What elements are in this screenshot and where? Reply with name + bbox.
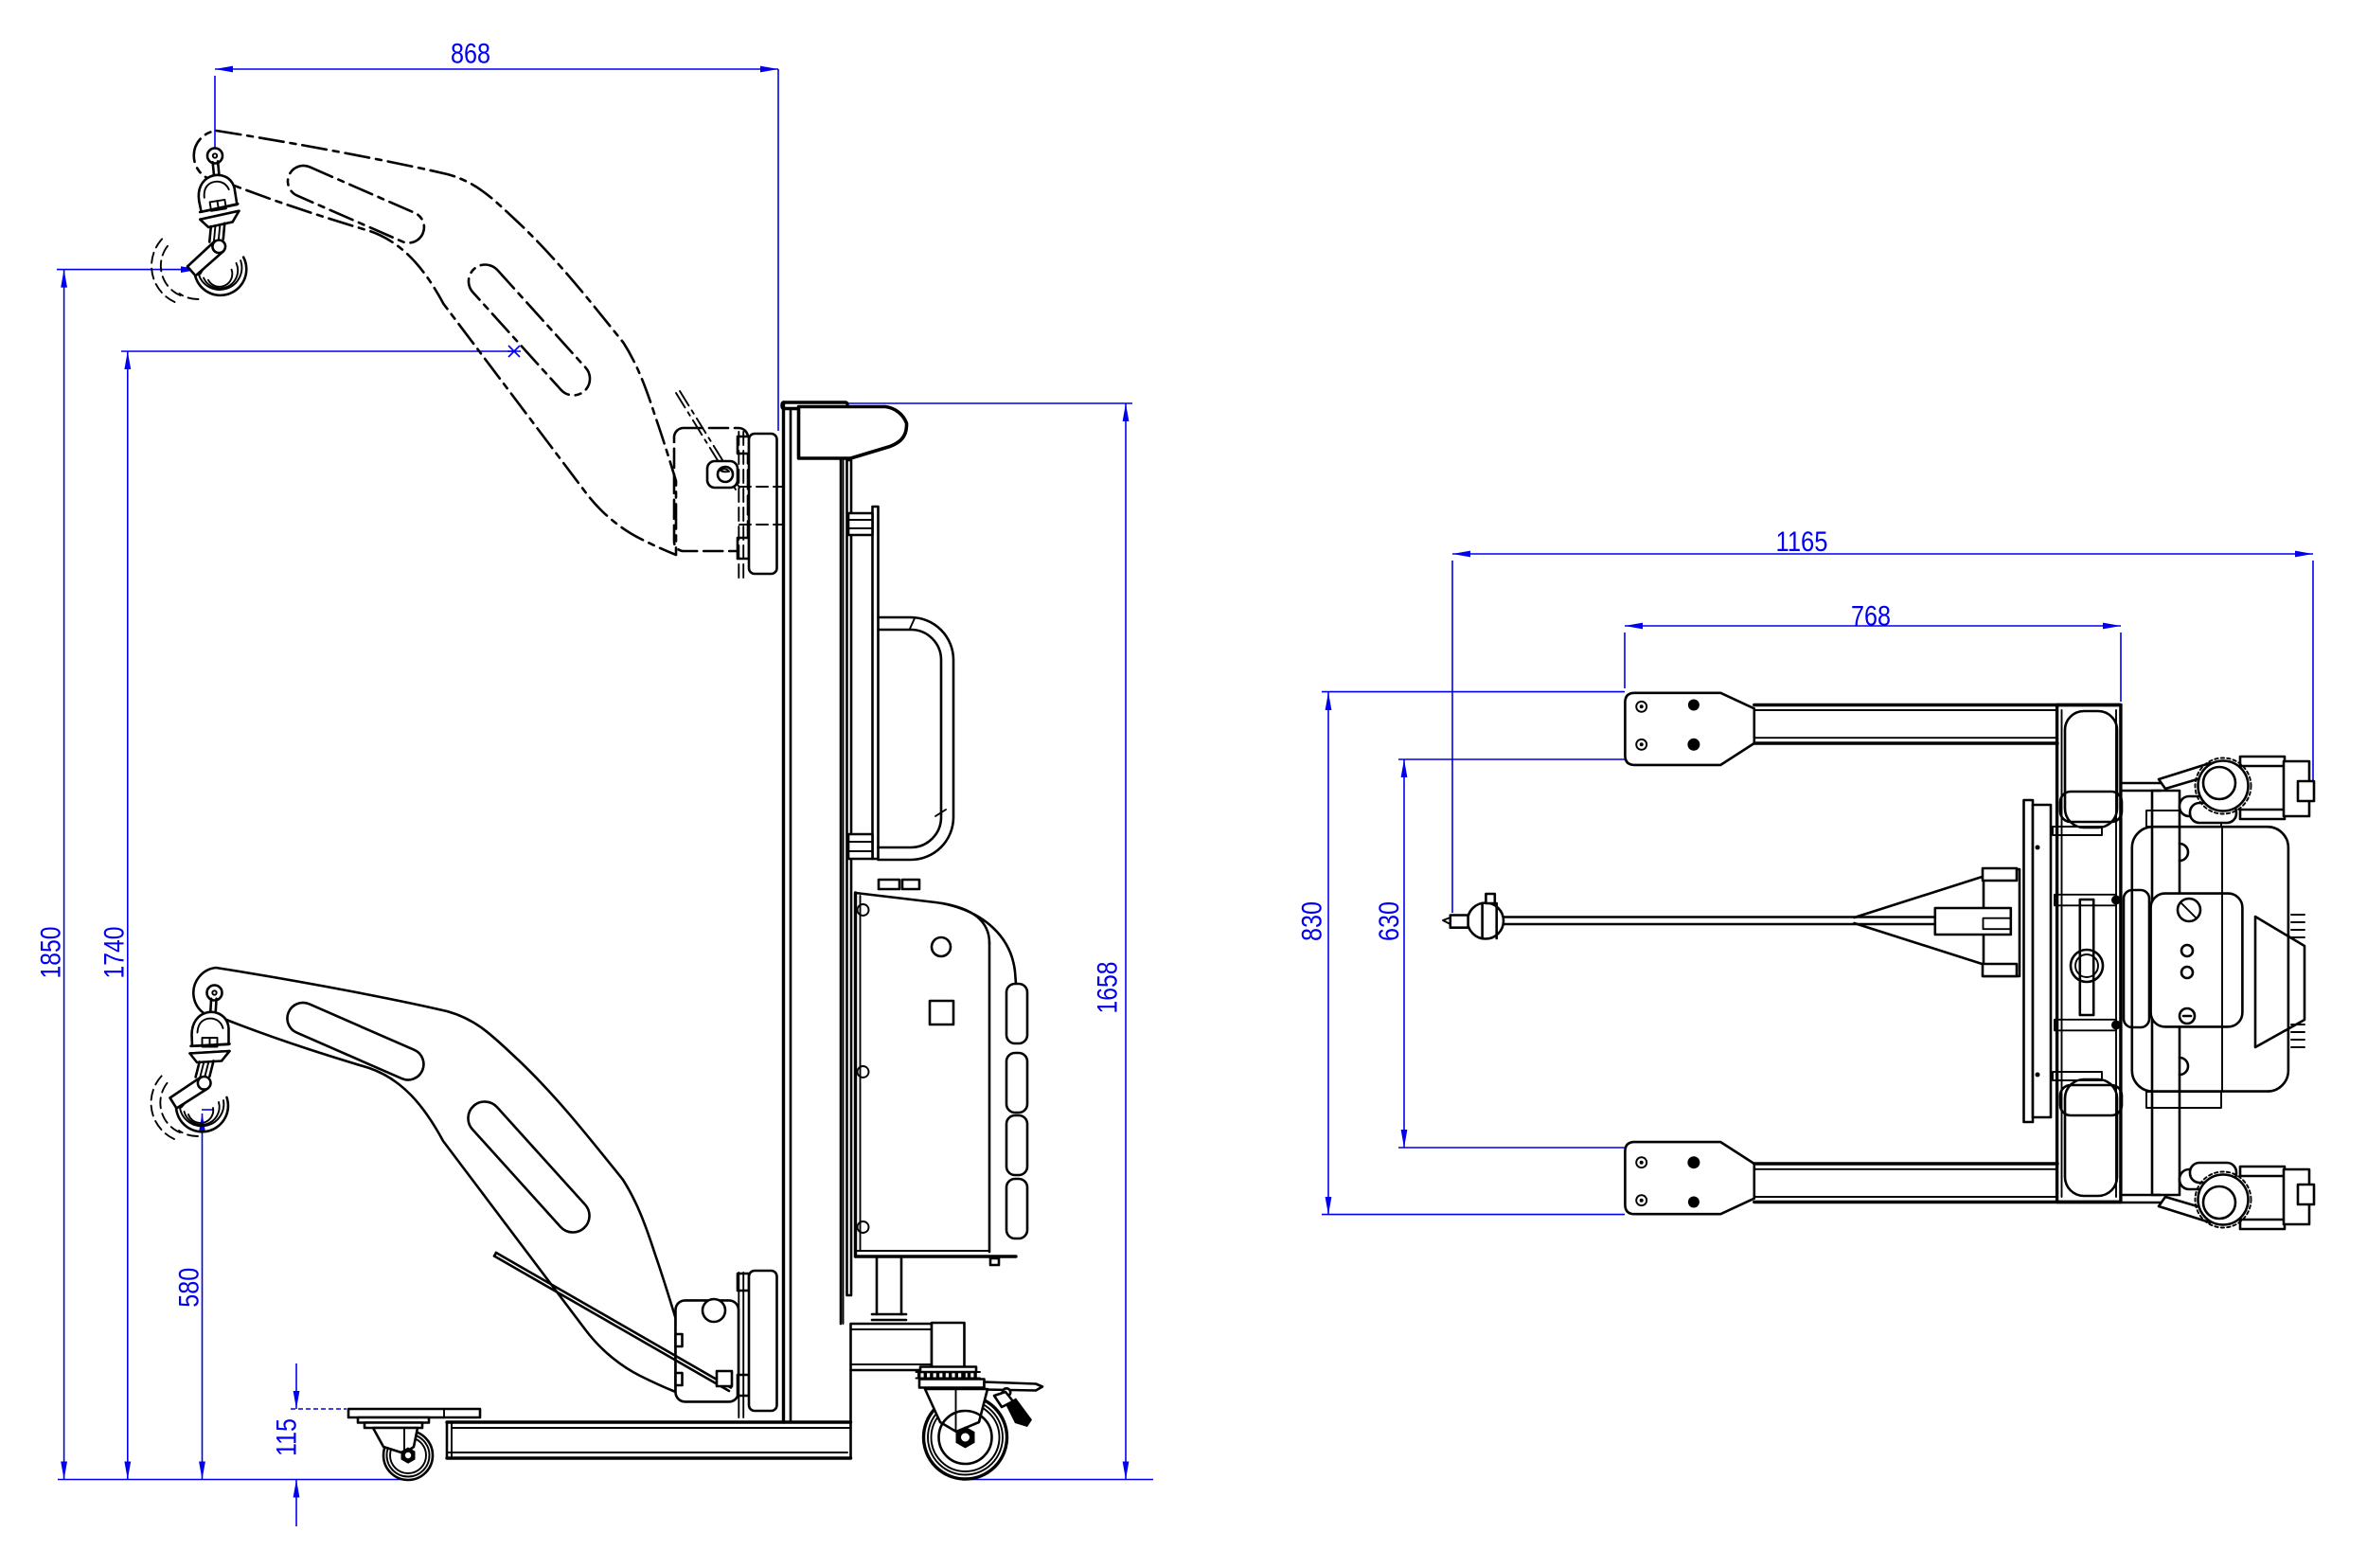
svg-text:830: 830: [1297, 901, 1328, 941]
svg-text:1165: 1165: [1776, 526, 1828, 558]
svg-text:768: 768: [1851, 601, 1891, 633]
svg-text:868: 868: [451, 39, 490, 70]
svg-text:580: 580: [174, 1268, 205, 1308]
svg-text:115: 115: [271, 1418, 302, 1456]
svg-text:1740: 1740: [99, 927, 131, 979]
svg-text:1850: 1850: [36, 927, 67, 979]
svg-text:630: 630: [1374, 901, 1405, 941]
svg-text:1658: 1658: [1093, 962, 1124, 1014]
